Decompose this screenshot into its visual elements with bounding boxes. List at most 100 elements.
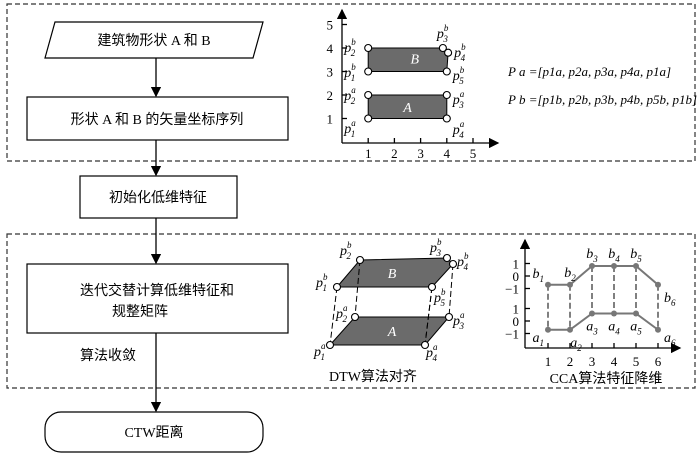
preprocess-dashed-group <box>6 3 696 162</box>
x-tick-label: 1 <box>365 146 372 161</box>
init-box <box>79 175 238 219</box>
x-tick-label: 3 <box>417 146 424 161</box>
series-b-point <box>655 281 661 288</box>
vertex-a1 <box>364 114 373 123</box>
series-b-label-2: b2 <box>564 266 576 283</box>
x-tick-label: 2 <box>567 354 574 369</box>
series-a-point <box>633 310 639 317</box>
vertex-a3 <box>442 90 451 100</box>
init-label: 初始化低维特征 <box>109 189 207 206</box>
vertex-a4 <box>442 114 451 123</box>
y-tick-label: 1 <box>513 257 520 272</box>
shape-b-polygon <box>367 47 449 72</box>
series-a-label-6: a6 <box>664 331 676 348</box>
series-b-point <box>611 263 617 269</box>
series-a-label-4: a4 <box>608 320 620 337</box>
series-b-label-4: b4 <box>608 247 620 264</box>
vertex-b1 <box>364 67 373 76</box>
node-b4 <box>448 259 458 269</box>
node-a2 <box>350 312 360 322</box>
dtw-caption: DTW算法对齐 <box>329 369 417 385</box>
node-a1 <box>325 340 335 350</box>
vertex-b2 <box>364 43 373 53</box>
x-tick-label: 1 <box>545 354 552 369</box>
plane-b-label: B <box>388 267 397 282</box>
formula-b: P b =[p1b, p2b, p3b, p4b, p5b, p1b] <box>507 92 697 107</box>
series-a-label-2: a2 <box>570 336 582 353</box>
x-tick-label: 2 <box>391 146 398 161</box>
series-b-label-5: b5 <box>630 247 642 264</box>
vertex-a2 <box>364 90 373 100</box>
series-b-point <box>567 281 573 288</box>
y-tick-label: 2 <box>327 88 334 103</box>
alignment-line <box>448 263 454 318</box>
node-b2 <box>355 255 365 265</box>
series-a-label-3: a3 <box>586 320 598 337</box>
y-tick-label: 4 <box>327 41 334 56</box>
vectorize-label: 形状 A 和 B 的矢量坐标序列 <box>71 112 244 128</box>
y-tick-label: 1 <box>513 302 520 317</box>
vertex-b4 <box>444 48 453 57</box>
series-b-line <box>548 265 659 286</box>
alignment-line <box>424 286 433 346</box>
y-tick-label: 5 <box>327 18 334 33</box>
y-tick-label: 1 <box>327 112 334 127</box>
input-parallelogram <box>44 21 264 59</box>
x-tick-label: 5 <box>633 354 640 369</box>
formula-a: P a =[p1a, p2a, p3a, p4a, p1a] <box>507 64 671 79</box>
series-b-label-1: b1 <box>533 267 545 284</box>
series-b-label-3: b3 <box>586 247 598 264</box>
x-tick-label: 4 <box>611 354 618 369</box>
shape-a-label: A <box>402 101 412 116</box>
output-label: CTW距离 <box>124 424 183 441</box>
y-tick-label: −1 <box>505 282 519 297</box>
x-tick-label: 5 <box>470 146 477 161</box>
series-a-label-5: a5 <box>630 320 642 337</box>
x-tick-label: 4 <box>444 146 451 161</box>
iterate-box <box>26 263 289 334</box>
node-a4 <box>420 340 430 350</box>
series-b-point <box>589 263 595 269</box>
cca-caption: CCA算法特征降维 <box>550 371 663 387</box>
iterate-label-1: 迭代交替计算低维特征和 <box>80 282 234 299</box>
series-b-point <box>633 263 639 269</box>
series-b-label-6: b6 <box>664 291 676 308</box>
series-a-point <box>589 310 595 317</box>
shape-b-label: B <box>411 52 420 67</box>
output-box <box>44 411 264 453</box>
y-tick-label: 3 <box>327 65 334 80</box>
iteration-dashed-group <box>6 233 696 389</box>
series-a-point <box>655 326 661 333</box>
vertex-b5 <box>442 67 451 76</box>
series-b-point <box>545 281 551 288</box>
node-b3 <box>442 253 452 263</box>
node-a3 <box>444 312 454 322</box>
series-a-point <box>545 326 551 333</box>
vectorize-box <box>26 96 289 141</box>
series-a-line <box>548 312 659 331</box>
y-tick-label: 0 <box>513 314 520 329</box>
series-a-point <box>611 310 617 317</box>
plane-b <box>335 257 454 288</box>
x-tick-label: 3 <box>589 354 596 369</box>
plane-a-label: A <box>387 325 397 340</box>
iterate-label-2: 规整矩阵 <box>112 304 168 320</box>
